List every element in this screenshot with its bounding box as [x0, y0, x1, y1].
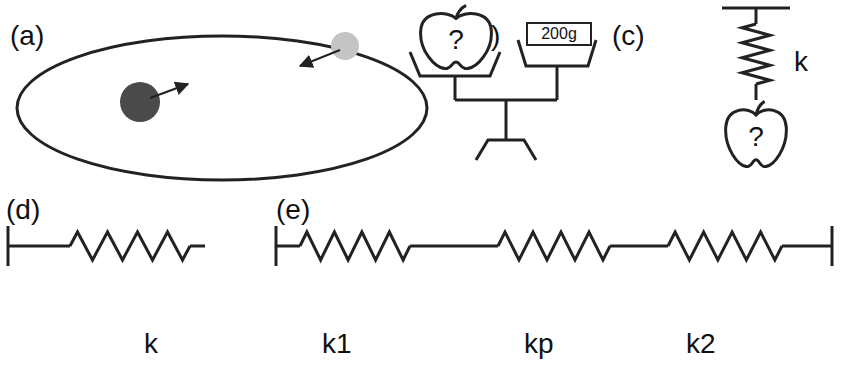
- mass-value: 200g: [541, 26, 577, 42]
- weight-box: 200g: [526, 22, 592, 46]
- spring-hanger: [722, 8, 790, 100]
- spring-constant: k2: [686, 330, 716, 358]
- central-body: [120, 82, 160, 122]
- panel-label: (a): [10, 22, 44, 50]
- spring-constant: k1: [322, 330, 352, 358]
- spring-constant: k: [144, 330, 158, 358]
- force-arrow: [300, 50, 340, 66]
- panel-label: (e): [276, 196, 310, 224]
- panel-label: (c): [612, 22, 645, 50]
- spring-series: [276, 226, 832, 266]
- orbiting-body: [331, 32, 359, 60]
- spring-symbol: [8, 226, 205, 266]
- orbit: [17, 36, 427, 180]
- apple: ?: [720, 100, 792, 168]
- force-arrow: [150, 84, 188, 98]
- unknown-mass: ?: [748, 123, 764, 151]
- spring-constant: kp: [524, 330, 554, 358]
- unknown-mass: ?: [448, 26, 464, 54]
- panel-label: (d): [6, 196, 40, 224]
- spring-constant: k: [794, 48, 808, 76]
- apple: ?: [414, 4, 498, 70]
